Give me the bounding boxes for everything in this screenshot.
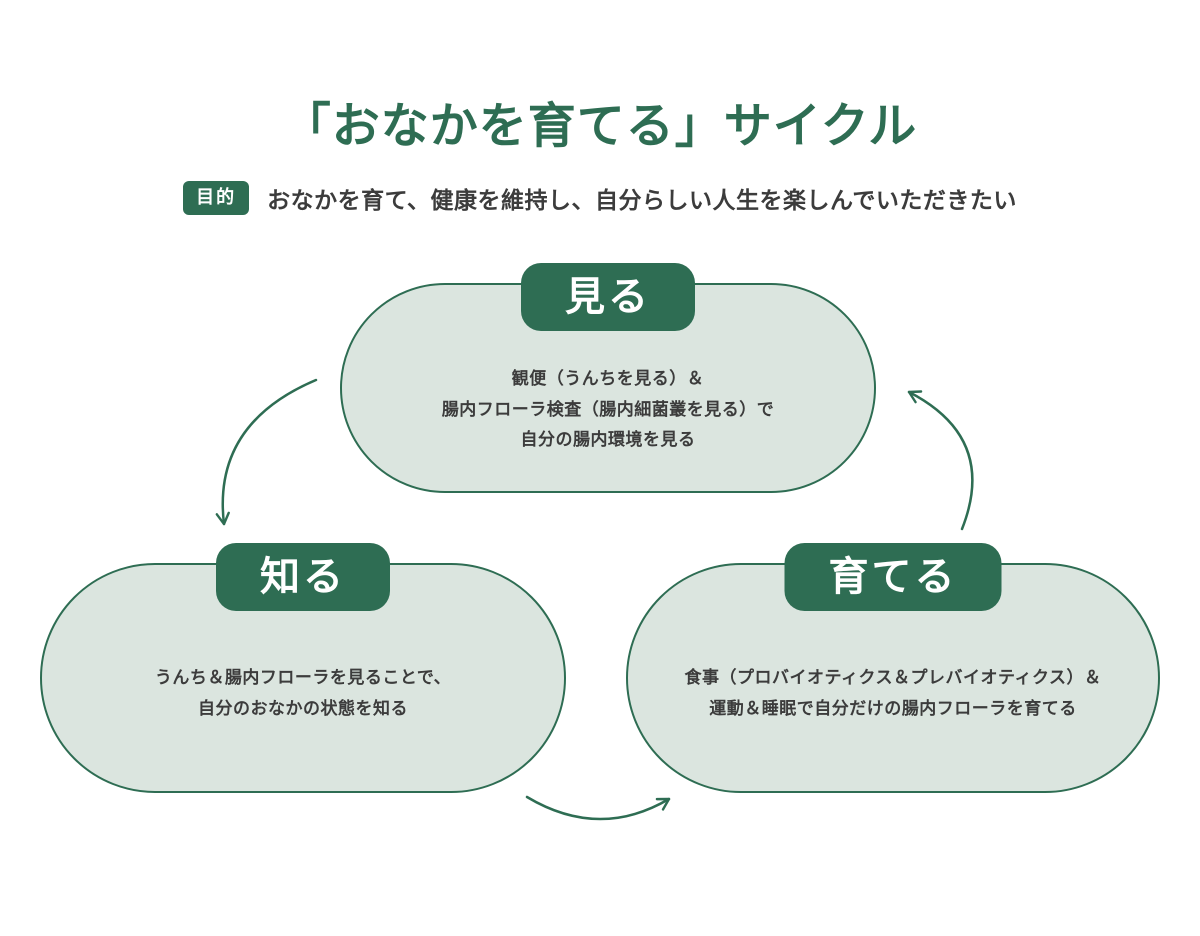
purpose-badge: 目的 bbox=[183, 181, 250, 215]
node-grow-line-2: 運動＆睡眠で自分だけの腸内フローラを育てる bbox=[709, 699, 1077, 719]
node-grow-label: 育てる bbox=[784, 543, 1002, 611]
node-know-line-1: うんち＆腸内フローラを見ることで、 bbox=[154, 668, 452, 689]
node-see: 見る 観便（うんちを見る）＆ 腸内フローラ検査（腸内細菌叢を見る）で 自分の腸内… bbox=[340, 263, 876, 493]
node-know-line-2: 自分のおなかの状態を知る bbox=[198, 699, 408, 719]
node-see-label: 見る bbox=[521, 263, 695, 331]
node-see-line-3: 自分の腸内環境を見る bbox=[520, 430, 696, 451]
node-see-line-2: 腸内フローラ検査（腸内細菌叢を見る）で bbox=[441, 399, 775, 420]
node-grow-line-1: 食事（プロバイオティクス＆プレバイオティクス）＆ bbox=[684, 668, 1102, 689]
node-grow: 育てる 食事（プロバイオティクス＆プレバイオティクス）＆ 運動＆睡眠で自分だけの… bbox=[626, 543, 1160, 793]
node-know: 知る うんち＆腸内フローラを見ることで、 自分のおなかの状態を知る bbox=[40, 543, 566, 793]
purpose-row: 目的 おなかを育て、健康を維持し、自分らしい人生を楽しんでいただきたい bbox=[0, 181, 1200, 215]
arrow-see-to-know-icon bbox=[215, 378, 318, 526]
node-know-label: 知る bbox=[216, 543, 390, 611]
arrow-grow-to-see-icon bbox=[907, 390, 974, 531]
purpose-text: おなかを育て、健康を維持し、自分らしい人生を楽しんでいただきたい bbox=[267, 188, 1017, 214]
node-see-line-1: 観便（うんちを見る）＆ bbox=[511, 369, 705, 390]
arrow-know-to-grow-icon bbox=[525, 795, 671, 821]
page-title: 「おなかを育てる」サイクル bbox=[282, 98, 918, 154]
